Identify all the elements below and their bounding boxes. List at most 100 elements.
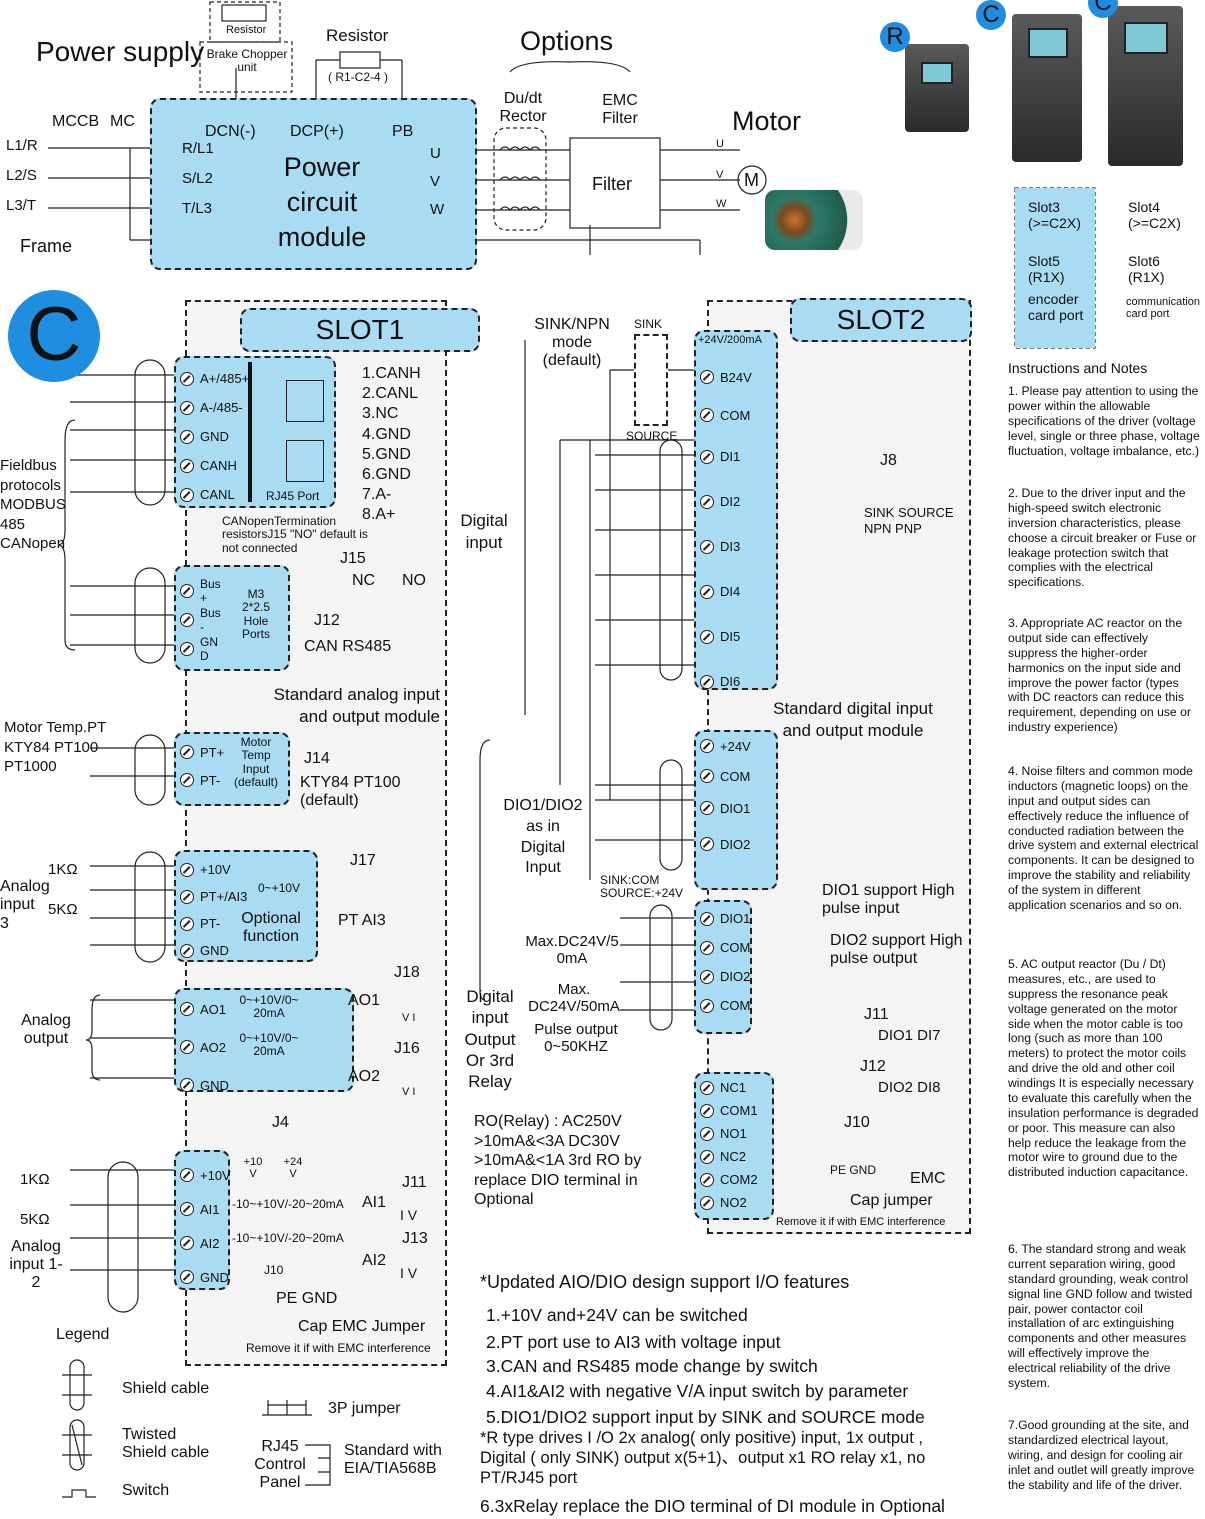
dio2-di8-label: DIO2 DI8 — [878, 1079, 941, 1096]
j14-label: J14 — [304, 750, 330, 767]
tl3-terminal: T/L3 — [182, 200, 213, 217]
sink-npn-label: SINK/NPN mode (default) — [534, 316, 610, 369]
legend-3p-jumper: 3P jumper — [328, 1400, 401, 1417]
pin-3: 3.NC — [362, 405, 399, 423]
j11-dio-label: J11 — [864, 1006, 889, 1023]
l2-label: L2/S — [6, 167, 37, 184]
terminal-dio1: DIO1 — [700, 790, 751, 826]
canopen-note: CANopenTermination resistorsJ15 "NO" def… — [222, 514, 368, 555]
motor-label: Motor — [732, 106, 802, 136]
feature-5: 5.DIO1/DIO2 support input by SINK and SO… — [486, 1407, 925, 1427]
terminal-nc1: NC1 — [700, 1076, 758, 1099]
nc-label: NC — [352, 572, 376, 589]
terminal-dio-24v: +24V — [700, 730, 751, 762]
options-label: Options — [520, 26, 614, 56]
drive-c-large-badge: C — [1088, 0, 1118, 18]
instruction-3: 3. Appropriate AC reactor on the output … — [1008, 616, 1191, 735]
std-analog-title: Standard analog input and output module — [273, 685, 440, 727]
feature-6: 6.3xRelay replace the DIO terminal of DI… — [480, 1496, 945, 1516]
j16-label: J16 — [394, 1040, 420, 1057]
dio-out-terminals: DIO1 COM DIO2 COM — [700, 904, 750, 1020]
dio2-support-label: DIO2 support High pulse output — [830, 932, 963, 967]
terminal-com2: COM2 — [700, 1168, 758, 1191]
terminal-com: COM — [700, 396, 752, 434]
legend-shield: Shield cable — [122, 1380, 210, 1397]
slot4-label: Slot4 (>=C2X) — [1128, 199, 1181, 231]
pin-7: 7.A- — [362, 486, 392, 504]
ro-relay-label: RO(Relay) : AC250V >10mA&<3A DC30V >10mA… — [474, 1113, 642, 1209]
optional-function-label: Optional function — [241, 910, 301, 945]
ao-terminal-block — [174, 988, 354, 1092]
slot2-title: SLOT2 — [790, 298, 972, 342]
terminal-di1: DI1 — [700, 434, 752, 479]
bus-terminals: Bus + Bus - GN D — [180, 576, 222, 663]
slot-box — [1015, 188, 1095, 348]
j8-label: J8 — [880, 452, 897, 469]
pin-1: 1.CANH — [362, 365, 421, 382]
j4-10v: +10 V — [243, 1156, 263, 1181]
emc-filter-label: EMC Filter — [602, 92, 638, 127]
resistor-model: ( R1-C2-4 ) — [328, 70, 389, 84]
terminal-out-com1: COM — [700, 933, 750, 962]
terminal-pt-minus-2: PT- — [180, 910, 247, 937]
encoder-card-label: encoder card port — [1028, 291, 1084, 323]
fieldbus-label: Fieldbus protocols MODBUS 485 CANopen — [0, 457, 66, 552]
can-rs485-label: CAN RS485 — [304, 638, 392, 655]
instruction-7: 7.Good grounding at the site, and standa… — [1008, 1418, 1195, 1492]
j13-label: J13 — [402, 1230, 428, 1247]
mc-label: MC — [110, 113, 135, 130]
relay-terminals: NC1 COM1 NO1 NC2 COM2 NO2 — [700, 1076, 758, 1214]
ao2-label: AO2 — [348, 1068, 381, 1085]
plus24-200-label: +24V/200mA — [698, 334, 762, 346]
motor-w: W — [716, 198, 727, 210]
terminal-dio-com: COM — [700, 762, 751, 790]
w-terminal: W — [430, 201, 445, 218]
j10-label: J10 — [264, 1263, 284, 1277]
npn-pnp-j8: NPN PNP — [864, 521, 922, 536]
pin-8: 8.A+ — [362, 506, 396, 524]
terminal-bus-minus: Bus - — [180, 605, 222, 634]
drive-c-small-image — [1012, 14, 1082, 162]
slot1-title: SLOT1 — [240, 308, 480, 352]
terminal-di5: DI5 — [700, 614, 752, 659]
comm-card-label: communication card port — [1126, 296, 1200, 321]
terminal-bus-gnd: GN D — [180, 634, 222, 663]
terminal-com1: COM1 — [700, 1099, 758, 1122]
terminal-di4: DI4 — [700, 569, 752, 614]
analog-input3-label: Analog input 3 — [0, 878, 50, 932]
legend-rj45: RJ45 Control Panel — [254, 1438, 306, 1491]
j11-iv: I V — [400, 1207, 418, 1223]
l3-label: L3/T — [6, 197, 37, 214]
r5k-b: 5KΩ — [20, 1211, 50, 1228]
dcp-label: DCP(+) — [290, 123, 344, 140]
relay-terminal-block — [694, 1072, 774, 1220]
rj45-port-label: RJ45 Port — [266, 489, 320, 503]
terminal-out-com2: COM — [700, 991, 750, 1020]
emc-slot2: EMC — [910, 1170, 946, 1187]
power-module-title: Power circuit module — [277, 152, 367, 253]
terminal-gnd: GND — [180, 422, 249, 451]
rj45-jack-1 — [286, 380, 324, 422]
pin-2: 2.CANL — [362, 385, 419, 403]
instruction-4: 4. Noise filters and common mode inducto… — [1008, 764, 1199, 912]
analog-output-label: Analog output — [21, 1012, 71, 1047]
terminal-ao-gnd: GND — [180, 1066, 229, 1104]
terminal-b24v: B24V — [700, 358, 752, 396]
ao-terminals: AO1 AO2 GND — [180, 990, 229, 1104]
j4-24v: +24 V — [283, 1156, 303, 1181]
motor-m-symbol: M — [744, 170, 759, 190]
pt-terminals: PT+ PT- — [180, 738, 224, 794]
slot1-c-badge: C — [8, 290, 100, 382]
terminal-a485p: A+/485+ — [180, 364, 249, 393]
ao1-label: AO1 — [348, 992, 381, 1009]
terminal-canh: CANH — [180, 451, 249, 480]
r1k-a: 1KΩ — [48, 861, 78, 878]
terminal-a485m: A-/485- — [180, 393, 249, 422]
ai1-label: AI1 — [362, 1194, 387, 1211]
terminal-canl: CANL — [180, 480, 249, 509]
feature-4: 4.AI1&AI2 with negative V/A input switch… — [486, 1381, 909, 1401]
terminal-ai1: AI1 — [180, 1192, 231, 1226]
pe-gnd-label: PE GND — [276, 1290, 338, 1307]
ai-terminals: +10V AI1 AI2 GND — [180, 1158, 231, 1294]
terminal-out-dio2: DIO2 — [700, 962, 750, 991]
